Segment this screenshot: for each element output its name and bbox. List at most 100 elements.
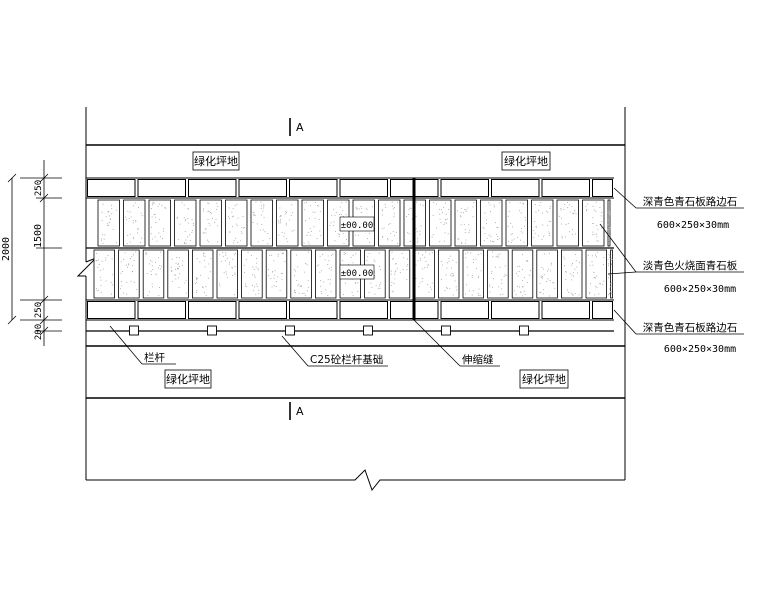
stipple-dot: [563, 204, 565, 206]
stipple-dot: [111, 208, 113, 210]
stipple-dot: [279, 216, 281, 218]
stipple-dot: [253, 269, 255, 271]
stipple-dot: [307, 280, 309, 282]
stipple-dot: [498, 286, 500, 288]
stipple-dot: [403, 257, 405, 259]
stipple-dot: [548, 221, 550, 223]
stipple-dot: [515, 272, 517, 274]
stipple-dot: [472, 290, 474, 292]
stipple-dot: [425, 260, 427, 262]
stipple-dot: [390, 273, 392, 275]
stipple-dot: [242, 215, 244, 217]
curb-stone: [339, 301, 388, 319]
stipple-dot: [204, 256, 206, 258]
stipple-dot: [195, 292, 197, 294]
stipple-dot: [571, 264, 573, 266]
stipple-dot: [475, 268, 477, 270]
stipple-dot: [571, 292, 573, 294]
stipple-dot: [601, 221, 603, 223]
stipple-dot: [385, 206, 387, 208]
stipple-dot: [608, 253, 610, 255]
stipple-dot: [101, 211, 103, 213]
stipple-dot: [445, 219, 447, 221]
stipple-dot: [231, 266, 233, 268]
stipple-dot: [443, 240, 445, 242]
stipple-dot: [324, 259, 326, 261]
stipple-dot: [328, 260, 330, 262]
stipple-dot: [609, 257, 611, 259]
paving-slab: [199, 199, 222, 247]
stipple-dot: [422, 268, 424, 270]
stipple-dot: [185, 239, 187, 241]
stipple-dot: [391, 205, 393, 207]
stipple-dot: [388, 223, 390, 225]
stipple-dot: [415, 277, 417, 279]
stipple-dot: [397, 201, 399, 203]
stipple-dot: [111, 213, 113, 215]
stipple-dot: [374, 275, 376, 277]
stipple-dot: [407, 258, 409, 260]
stipple-dot: [157, 206, 159, 208]
stipple-dot: [271, 286, 273, 288]
stipple-dot: [483, 240, 485, 242]
stipple-dot: [138, 207, 140, 209]
stipple-dot: [175, 278, 177, 280]
stipple-dot: [260, 229, 262, 231]
stipple-dot: [600, 227, 602, 229]
stipple-dot: [224, 252, 226, 254]
stipple-dot: [456, 210, 458, 212]
stipple-dot: [496, 233, 498, 235]
stipple-dot: [609, 235, 611, 237]
stipple-dot: [609, 227, 611, 229]
stipple-dot: [609, 292, 611, 294]
stipple-dot: [280, 272, 282, 274]
stipple-dot: [178, 263, 180, 265]
stipple-dot: [225, 260, 227, 262]
stipple-dot: [396, 268, 398, 270]
stipple-dot: [411, 218, 413, 220]
stipple-dot: [421, 278, 423, 280]
stipple-dot: [608, 294, 610, 296]
stipple-dot: [340, 213, 342, 215]
stipple-dot: [285, 224, 287, 226]
callout-curb-top-size: 600×250×30mm: [657, 220, 729, 231]
stipple-dot: [428, 291, 430, 293]
stipple-dot: [199, 261, 201, 263]
stipple-dot: [328, 267, 330, 269]
stipple-dot: [452, 273, 454, 275]
stipple-dot: [610, 259, 612, 261]
stipple-dot: [382, 214, 384, 216]
stipple-dot: [492, 251, 494, 253]
stipple-dot: [269, 254, 271, 256]
stipple-dot: [464, 208, 466, 210]
curb-stone: [440, 301, 489, 319]
stipple-dot: [308, 243, 310, 245]
stipple-dot: [196, 281, 198, 283]
stipple-dot: [520, 212, 522, 214]
stipple-dot: [493, 204, 495, 206]
stipple-dot: [97, 259, 99, 261]
stipple-dot: [316, 205, 318, 207]
stipple-dot: [334, 214, 336, 216]
stipple-dot: [233, 254, 235, 256]
stipple-dot: [95, 260, 97, 262]
stipple-dot: [145, 254, 147, 256]
stipple-dot: [96, 253, 98, 255]
stipple-dot: [342, 259, 344, 261]
stipple-dot: [548, 233, 550, 235]
stipple-dot: [596, 256, 598, 258]
stipple-dot: [440, 221, 442, 223]
railing-post: [441, 325, 451, 336]
stipple-dot: [267, 243, 269, 245]
stipple-dot: [521, 253, 523, 255]
stipple-dot: [146, 252, 148, 254]
stipple-dot: [464, 231, 466, 233]
stipple-dot: [209, 271, 211, 273]
stipple-dot: [125, 218, 127, 220]
paving-slab: [413, 249, 435, 299]
stipple-dot: [410, 208, 412, 210]
stipple-dot: [427, 284, 429, 286]
stipple-dot: [564, 236, 566, 238]
stipple-dot: [499, 294, 501, 296]
stipple-dot: [608, 208, 610, 210]
